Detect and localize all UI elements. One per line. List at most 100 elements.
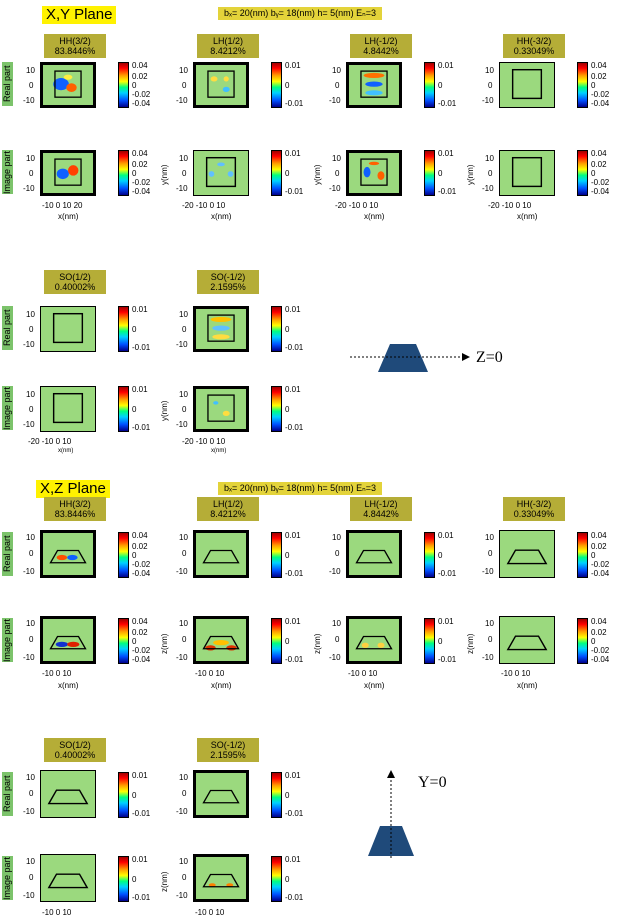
- cb-tick: 0: [132, 81, 137, 90]
- y-tick: 0: [335, 169, 340, 178]
- cb-tick: -0.02: [591, 178, 610, 187]
- plot-so12-xy-image: [40, 386, 96, 432]
- y-tick: 10: [485, 66, 494, 75]
- cb-tick: 0.04: [132, 531, 148, 540]
- cb-tick: 0: [285, 791, 290, 800]
- cb-tick: 0: [285, 81, 290, 90]
- cb-tick: 0: [132, 551, 137, 560]
- y-tick: -10: [329, 96, 341, 105]
- y-tick: 10: [332, 154, 341, 163]
- cb-tick: 0: [132, 637, 137, 646]
- y-tick: -10: [23, 340, 35, 349]
- colorbar: [424, 150, 435, 196]
- cb-tick: 0: [438, 551, 443, 560]
- cb-tick: -0.02: [132, 178, 151, 187]
- y-tick: 10: [26, 533, 35, 542]
- label-hh-32-xy: HH(-3/2)0.33049%: [503, 34, 565, 58]
- y-tick: 10: [179, 154, 188, 163]
- plot-lh12-xz-image: [193, 616, 249, 664]
- colorbar: [118, 856, 129, 902]
- cb-tick: 0: [132, 325, 137, 334]
- cb-tick: -0.02: [132, 90, 151, 99]
- row-label-real: Real part: [2, 306, 13, 350]
- cb-tick: 0.01: [132, 385, 148, 394]
- y-tick: -10: [176, 96, 188, 105]
- row-label-image: Image part: [2, 618, 13, 662]
- cb-tick: 0.01: [438, 531, 454, 540]
- plot-hh32-xz-real: [40, 530, 96, 578]
- x-axis-label: x(nm): [58, 212, 79, 221]
- cb-tick: 0.02: [591, 628, 607, 637]
- z0-legend: Z=0: [476, 349, 503, 366]
- z-axis-label: z(nm): [160, 633, 169, 654]
- colorbar: [271, 62, 282, 108]
- cb-tick: -0.02: [591, 560, 610, 569]
- label-lh12-xz: LH(1/2)8.4212%: [197, 497, 259, 521]
- y-tick: 0: [182, 325, 187, 334]
- plot-so12-xz-real: [40, 770, 96, 818]
- row-label-real: Real part: [2, 772, 13, 816]
- label-lh12-xy: LH(1/2)8.4212%: [197, 34, 259, 58]
- cb-tick: 0.02: [132, 72, 148, 81]
- y-tick: 10: [26, 390, 35, 399]
- y0-legend: Y=0: [418, 774, 447, 791]
- y-tick: 0: [182, 169, 187, 178]
- cb-tick: 0: [285, 169, 290, 178]
- cb-tick: 0.04: [132, 61, 148, 70]
- y-tick: -10: [176, 807, 188, 816]
- arrow-head-icon: [462, 353, 470, 361]
- plot-hh-32-xy-image: [499, 150, 555, 196]
- x-ticks: -10 0 10: [348, 669, 378, 678]
- cb-tick: 0.04: [591, 61, 607, 70]
- x-axis-label: x(nm): [364, 681, 385, 690]
- plot-lh-12-xz-real: [346, 530, 402, 578]
- x-axis-label: x(nm): [211, 212, 232, 221]
- cb-tick: -0.01: [438, 187, 457, 196]
- x-ticks: -10 0 10: [195, 669, 225, 678]
- cb-tick: -0.02: [132, 560, 151, 569]
- x-ticks: -10 0 10: [42, 669, 72, 678]
- y-tick: 10: [179, 619, 188, 628]
- y-tick: -10: [482, 96, 494, 105]
- cb-tick: -0.04: [591, 99, 610, 108]
- arrow-head-icon: [387, 770, 395, 778]
- cb-tick: 0.02: [132, 160, 148, 169]
- x-axis-label: x(nm): [517, 212, 538, 221]
- y-tick: -10: [329, 653, 341, 662]
- y-tick: -10: [23, 891, 35, 900]
- y-tick: -10: [329, 184, 341, 193]
- y-tick: 10: [26, 619, 35, 628]
- y-tick: 0: [488, 549, 493, 558]
- cb-tick: 0.01: [285, 305, 301, 314]
- cb-tick: 0.04: [132, 617, 148, 626]
- y-tick: -10: [176, 420, 188, 429]
- y-axis-label: y(nm): [160, 164, 169, 185]
- plot-lh-12-xz-image: [346, 616, 402, 664]
- cb-tick: 0: [591, 551, 596, 560]
- y-tick: -10: [482, 567, 494, 576]
- y0-cut-diagram: [368, 770, 414, 858]
- plot-so-12-xy-image: [193, 386, 249, 432]
- y-tick: 0: [182, 81, 187, 90]
- cb-tick: 0.02: [591, 160, 607, 169]
- cb-tick: 0: [591, 637, 596, 646]
- cb-tick: -0.04: [591, 655, 610, 664]
- y-tick: -10: [176, 567, 188, 576]
- plot-so12-xz-image: [40, 854, 96, 902]
- cb-tick: 0: [132, 169, 137, 178]
- cb-tick: -0.01: [438, 99, 457, 108]
- colorbar: [271, 618, 282, 664]
- x-ticks: -10 0 10: [501, 669, 531, 678]
- plot-lh12-xz-real: [193, 530, 249, 578]
- z0-cut-diagram: [350, 344, 470, 372]
- y-tick: 0: [335, 635, 340, 644]
- trapezoid-shape: [378, 344, 428, 372]
- y-tick: 10: [26, 66, 35, 75]
- x-axis-label: x(nm): [58, 681, 79, 690]
- y-tick: -10: [176, 340, 188, 349]
- y-tick: 10: [179, 310, 188, 319]
- plot-so-12-xz-real: [193, 770, 249, 818]
- cb-tick: -0.01: [132, 343, 151, 352]
- row-label-image: Image part: [2, 150, 13, 194]
- y-tick: 0: [29, 81, 34, 90]
